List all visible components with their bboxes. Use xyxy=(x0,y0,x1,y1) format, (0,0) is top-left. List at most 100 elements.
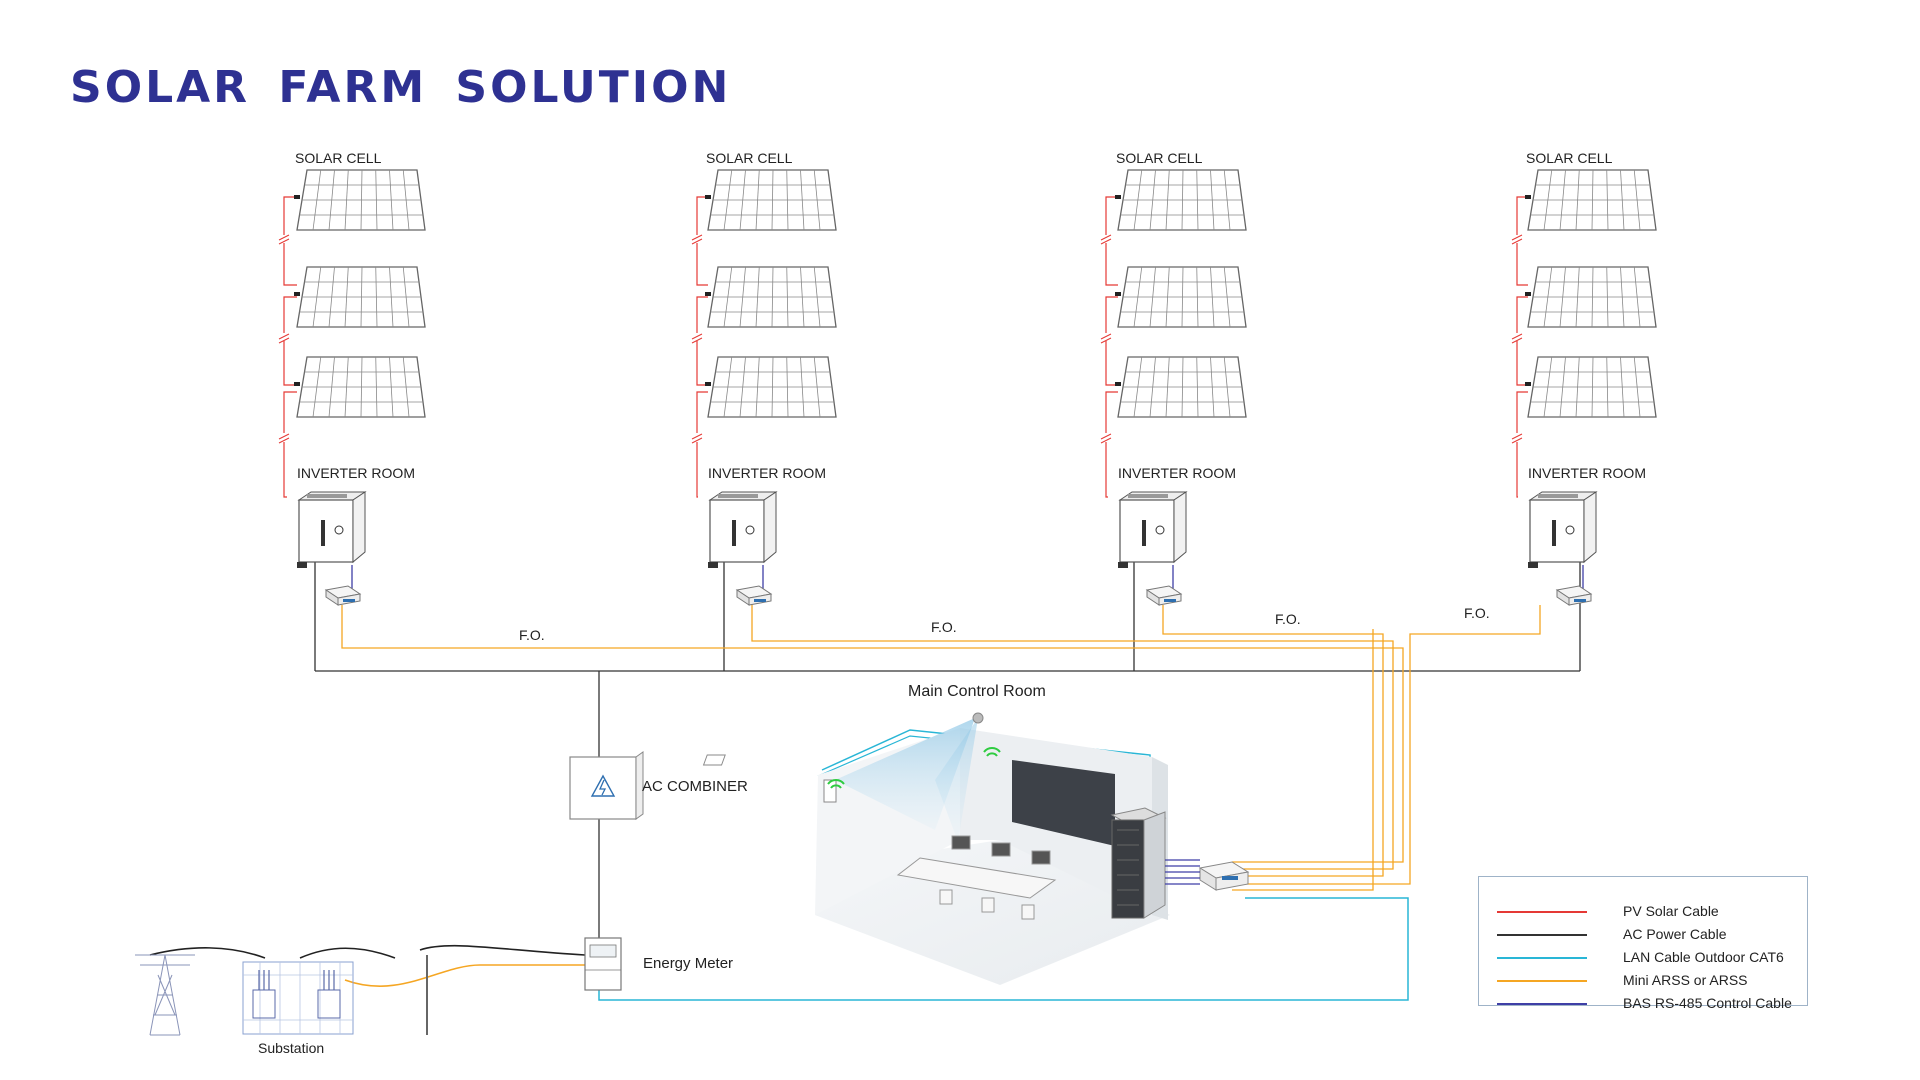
fiber-line-3 xyxy=(1162,605,1384,877)
ac-combiner-box xyxy=(569,756,637,820)
legend-swatch xyxy=(1497,980,1587,982)
transmission-tower-icon xyxy=(135,954,195,1036)
inverter-switch-icon xyxy=(1565,525,1575,535)
fiber-optic-cables xyxy=(341,605,1541,987)
camera-beam-center xyxy=(935,718,978,842)
rs485-control-cables xyxy=(351,565,1584,597)
legend-swatch xyxy=(1497,957,1587,959)
solar-panel xyxy=(1525,169,1657,231)
core-switch-ports xyxy=(1222,876,1238,880)
pv-cable-run xyxy=(1516,196,1528,498)
pv-cable-run xyxy=(283,196,297,498)
inverter-room-label: INVERTER ROOM xyxy=(297,465,415,481)
legend-label: BAS RS-485 Control Cable xyxy=(1623,995,1792,1011)
inverter xyxy=(1528,491,1598,568)
ac-combiner-label: AC COMBINER xyxy=(642,778,748,795)
inverter-side xyxy=(763,491,777,564)
switch-ports xyxy=(1574,599,1586,602)
panel-connector xyxy=(1525,382,1531,386)
fiber-label-3: F.O. xyxy=(1275,611,1301,627)
inverter-switch-icon xyxy=(1155,525,1165,535)
lightning-icon xyxy=(598,779,607,796)
fiber-label-4: F.O. xyxy=(1464,605,1490,621)
panel-connector xyxy=(705,195,711,199)
inverter-foot xyxy=(1118,562,1128,568)
substation-frame xyxy=(242,961,354,1035)
inverter xyxy=(297,491,367,568)
solar-panel xyxy=(1115,356,1247,418)
chair-1 xyxy=(939,889,953,905)
rack-mesh xyxy=(1117,829,1139,906)
inverter-switch-icon xyxy=(745,525,755,535)
inverter-foot xyxy=(708,562,718,568)
inverter-fins xyxy=(1128,494,1168,498)
substation-lattice xyxy=(243,962,353,1034)
pv-break-mark xyxy=(1511,433,1523,444)
energy-meter-display xyxy=(589,944,617,958)
main-control-room-label: Main Control Room xyxy=(908,683,1046,700)
rs485-room-lines xyxy=(1165,859,1200,885)
video-wall-screen xyxy=(1012,760,1115,846)
pv-break-mark xyxy=(1100,234,1112,245)
panel-connector xyxy=(1525,195,1531,199)
fiber-line-5 xyxy=(1232,629,1374,891)
chair-2 xyxy=(981,897,995,913)
solar-panel xyxy=(705,266,837,328)
pv-break-mark xyxy=(691,234,703,245)
inverter-terminals xyxy=(1552,520,1556,546)
chair-3 xyxy=(1021,904,1035,920)
inverter-fins xyxy=(718,494,758,498)
pv-break-mark xyxy=(691,333,703,344)
fiber-line-2 xyxy=(751,605,1394,870)
panel-connector xyxy=(705,382,711,386)
pv-break-mark xyxy=(278,433,290,444)
solar-panel xyxy=(294,266,426,328)
legend-item: PV Solar Cable xyxy=(1497,901,1797,921)
panel-connector xyxy=(1115,195,1121,199)
panel-connector xyxy=(1525,292,1531,296)
main-control-room xyxy=(702,712,1250,985)
ethernet-switch xyxy=(1555,585,1593,606)
legend-label: PV Solar Cable xyxy=(1623,903,1719,919)
solar-panel xyxy=(1525,266,1657,328)
warning-icon xyxy=(590,774,616,797)
inverter-side xyxy=(1583,491,1597,564)
inverter-front xyxy=(709,499,765,563)
transformer-left xyxy=(252,989,276,1019)
inverter-room-label: INVERTER ROOM xyxy=(1118,465,1236,481)
pv-break-mark xyxy=(1511,234,1523,245)
transformer-right xyxy=(317,989,341,1019)
ac-combiner xyxy=(569,751,644,820)
inverter-foot xyxy=(1528,562,1538,568)
inverter-fins xyxy=(1538,494,1578,498)
access-point-wall xyxy=(823,779,837,803)
security-camera-icon xyxy=(972,712,984,724)
legend-item: LAN Cable Outdoor CAT6 xyxy=(1497,947,1797,967)
panel-connector xyxy=(294,195,300,199)
solar-cell-label: SOLAR CELL xyxy=(1526,150,1613,166)
pv-break-mark xyxy=(1511,333,1523,344)
fiber-line-4 xyxy=(1232,605,1541,885)
inverter-terminals xyxy=(321,520,325,546)
solar-panel xyxy=(1115,266,1247,328)
inverter-side xyxy=(1173,491,1187,564)
server-rack xyxy=(1110,807,1167,919)
panel-connector xyxy=(705,292,711,296)
substation-label: Substation xyxy=(258,1040,324,1056)
pv-cable-run xyxy=(696,196,708,498)
inverter-terminals xyxy=(732,520,736,546)
energy-meter-label: Energy Meter xyxy=(643,955,733,972)
legend-item: BAS RS-485 Control Cable xyxy=(1497,993,1797,1013)
inverter-front xyxy=(1529,499,1585,563)
inverter-room-label: INVERTER ROOM xyxy=(708,465,826,481)
inverter xyxy=(1118,491,1188,568)
inverter-front xyxy=(1119,499,1175,563)
fiber-label-1: F.O. xyxy=(519,627,545,643)
legend-swatch xyxy=(1497,934,1587,936)
solar-panel xyxy=(1525,356,1657,418)
legend-item: AC Power Cable xyxy=(1497,924,1797,944)
fiber-label-2: F.O. xyxy=(931,619,957,635)
